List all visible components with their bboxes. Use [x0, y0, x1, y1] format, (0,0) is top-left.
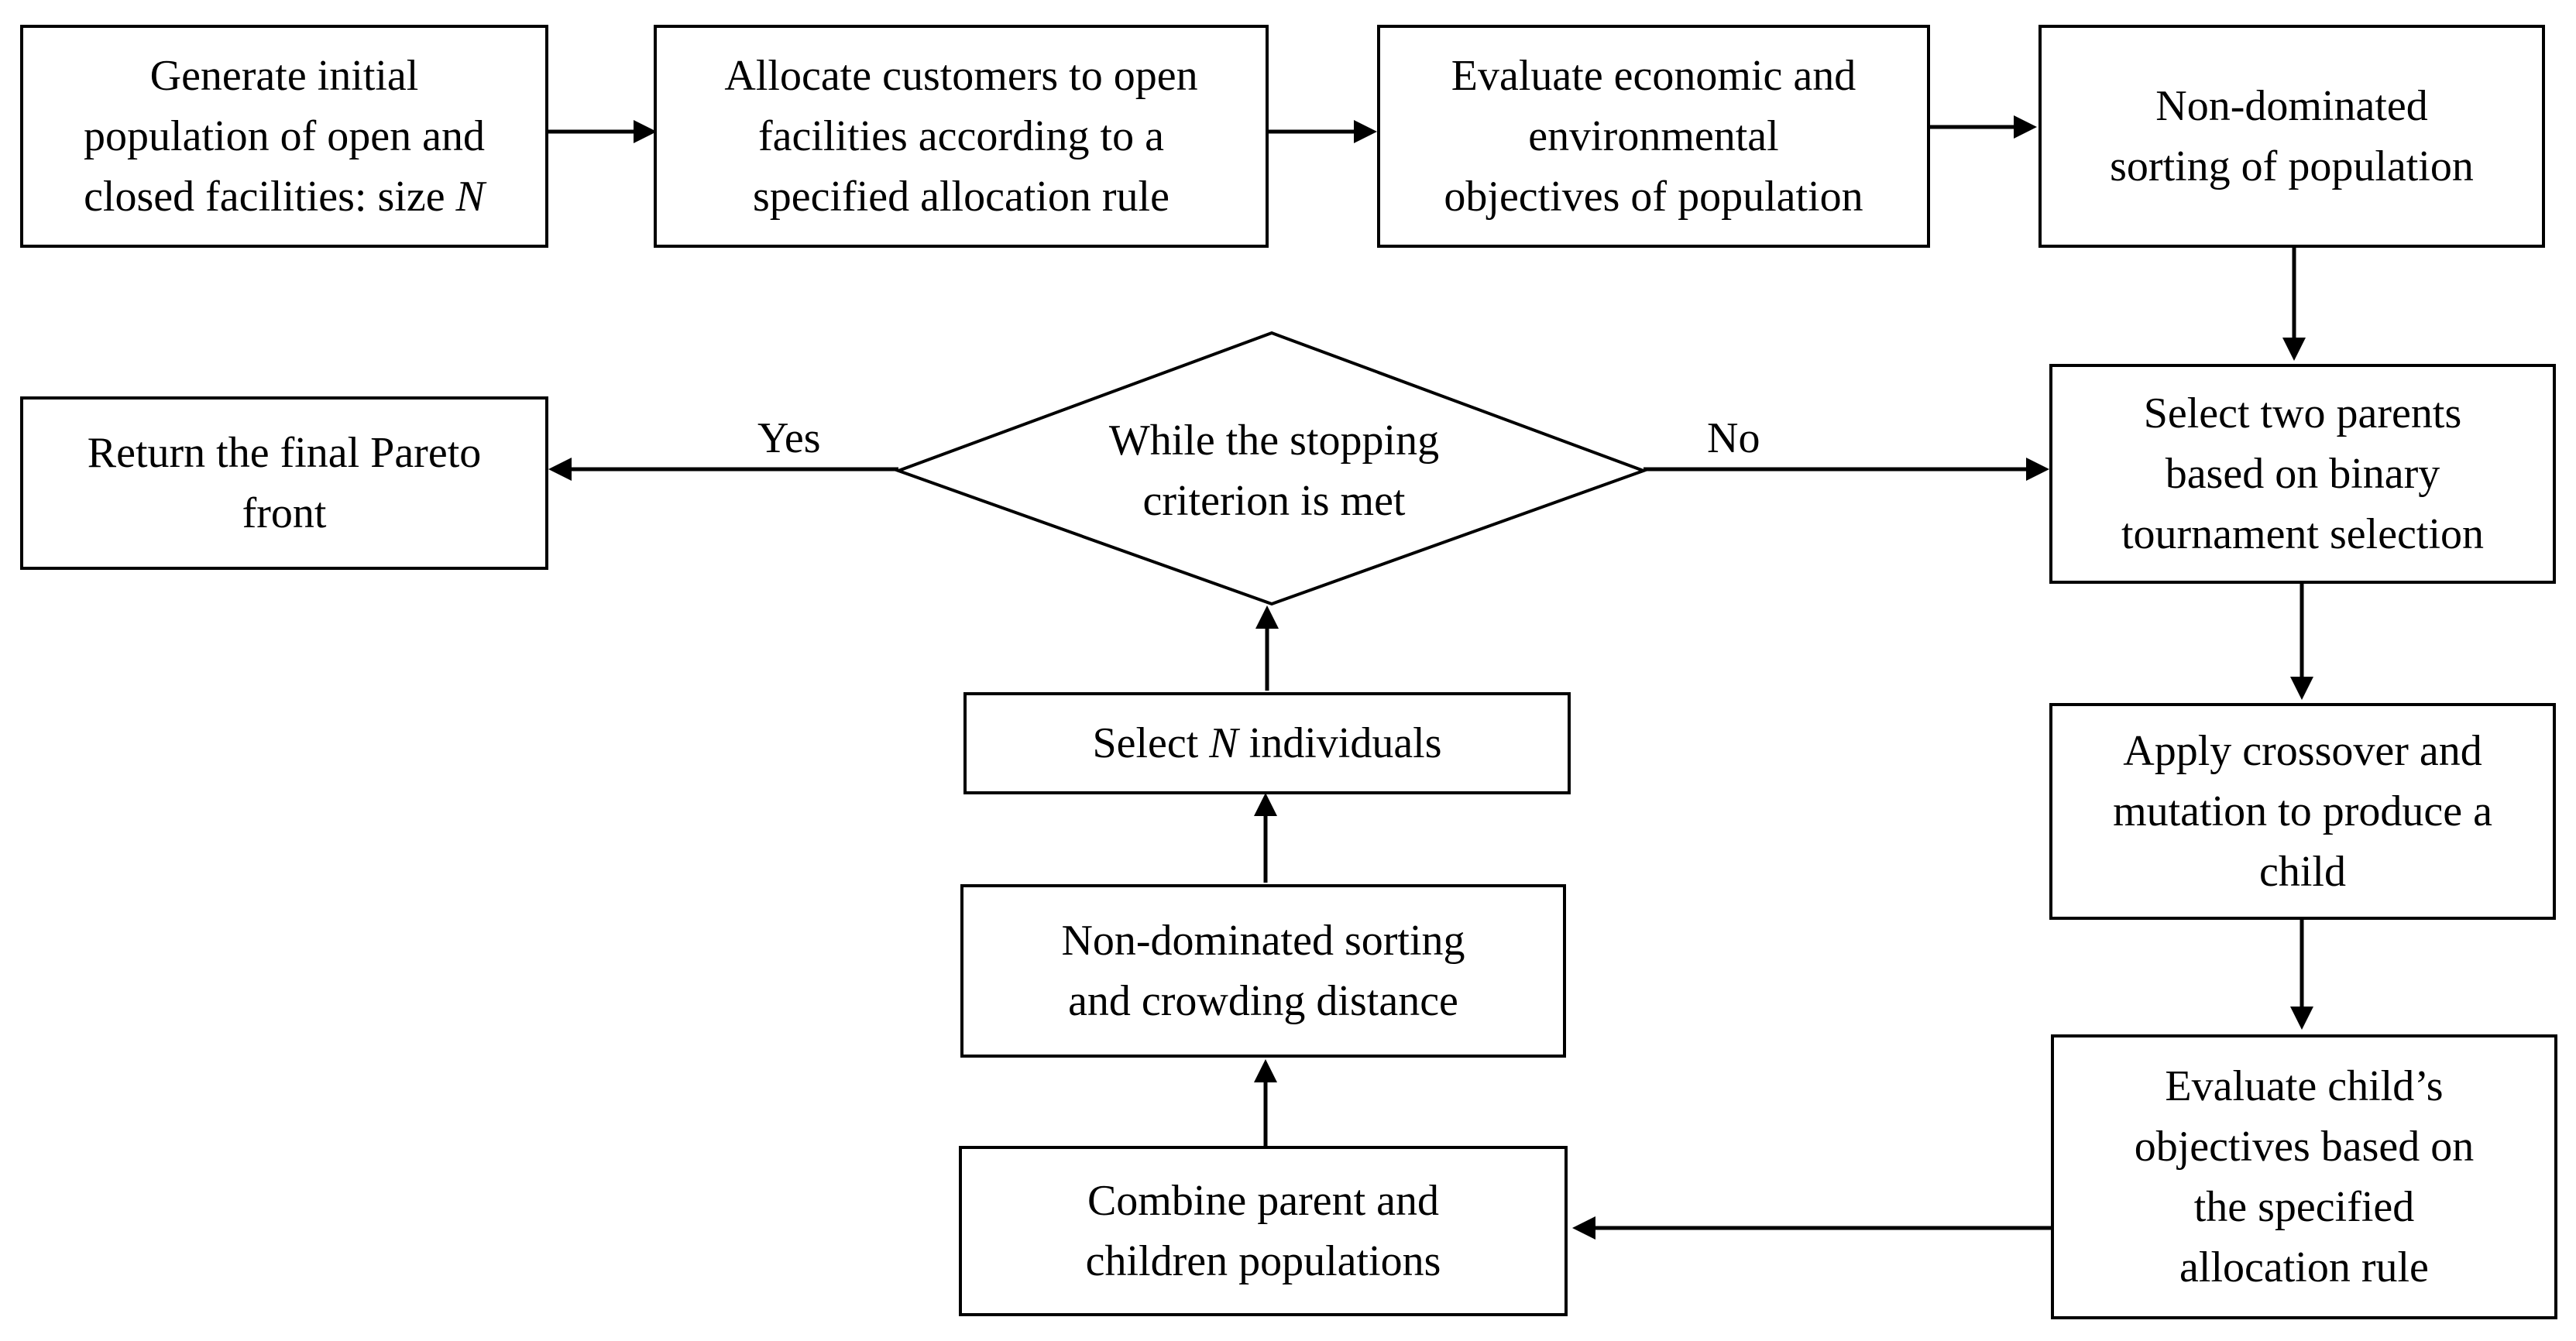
generate-size-symbol: N — [455, 173, 485, 221]
arrow-nondom-crowd-to-select-n — [1254, 793, 1277, 883]
evaluate-child-line-2: objectives based on — [2134, 1123, 2475, 1171]
crossover-line-2: mutation to produce a — [2113, 787, 2492, 835]
evaluate-population-box: Evaluate economic and environmental obje… — [1377, 25, 1930, 248]
arrow-combine-to-nondom-crowd — [1254, 1059, 1277, 1146]
arrow-nondom-to-select-parents — [2282, 248, 2306, 361]
nondom-pop-line-2: sorting of population — [2110, 142, 2474, 190]
allocate-line-1: Allocate customers to open — [724, 52, 1198, 100]
generate-line-3: closed facilities: size N — [84, 166, 485, 227]
arrow-select-parents-to-crossover — [2290, 582, 2313, 700]
select-n-individuals-box: Select N individuals — [963, 692, 1571, 794]
evaluate-pop-line-3: objectives of population — [1444, 173, 1863, 221]
select-parents-line-2: based on binary — [2165, 450, 2440, 498]
nondominated-crowding-box: Non-dominated sorting and crowding dista… — [960, 884, 1566, 1058]
evaluate-pop-line-1: Evaluate economic and — [1451, 52, 1856, 100]
arrow-crossover-to-evaluate-child — [2290, 918, 2313, 1030]
generate-line-2: population of open and — [84, 112, 485, 160]
no-label: No — [1707, 414, 1760, 462]
arrow-generate-to-allocate — [547, 120, 657, 143]
arrow-select-n-to-stopping — [1255, 605, 1279, 691]
arrow-allocate-to-evaluate — [1267, 120, 1377, 143]
combine-line-1: Combine parent and — [1087, 1177, 1440, 1225]
arrow-evaluate-to-nondom — [1929, 115, 2037, 139]
return-pareto-front-box: Return the final Pareto front — [20, 396, 548, 570]
evaluate-child-line-1: Evaluate child’s — [2165, 1062, 2444, 1110]
return-line-1: Return the final Pareto — [87, 429, 482, 477]
combine-line-2: children populations — [1085, 1237, 1441, 1285]
stopping-criterion-text: While the stopping criterion is met — [1007, 410, 1541, 531]
yes-label: Yes — [757, 414, 821, 462]
crossover-line-3: child — [2259, 848, 2346, 896]
select-n-symbol: N — [1209, 719, 1238, 767]
allocate-line-3: specified allocation rule — [752, 173, 1170, 221]
evaluate-child-line-3: the specified — [2193, 1183, 2415, 1231]
select-n-line: Select N individuals — [1092, 713, 1441, 773]
select-parents-box: Select two parents based on binary tourn… — [2049, 364, 2556, 584]
generate-line-3-text: closed facilities: size — [84, 173, 456, 221]
arrow-stopping-to-select-parents-no — [1643, 458, 2049, 481]
allocate-line-2: facilities according to a — [757, 112, 1164, 160]
evaluate-child-box: Evaluate child’s objectives based on the… — [2051, 1034, 2557, 1319]
crossover-line-1: Apply crossover and — [2123, 727, 2482, 775]
nondominated-sorting-population-box: Non-dominated sorting of population — [2038, 25, 2545, 248]
select-parents-line-1: Select two parents — [2143, 389, 2462, 437]
select-n-suffix: individuals — [1238, 719, 1442, 767]
nondom-crowd-line-1: Non-dominated sorting — [1061, 917, 1465, 965]
nondom-crowd-line-2: and crowding distance — [1068, 977, 1458, 1025]
evaluate-pop-line-2: environmental — [1528, 112, 1779, 160]
evaluate-child-line-4: allocation rule — [2179, 1243, 2429, 1291]
select-n-prefix: Select — [1092, 719, 1210, 767]
select-parents-line-3: tournament selection — [2121, 510, 2485, 558]
nondom-pop-line-1: Non-dominated — [2155, 82, 2428, 130]
arrow-stopping-to-return-yes — [548, 458, 898, 481]
combine-populations-box: Combine parent and children populations — [959, 1146, 1568, 1316]
generate-population-box: Generate initial population of open and … — [20, 25, 548, 248]
stopping-line-1: While the stopping — [1108, 417, 1440, 465]
return-line-2: front — [242, 489, 327, 537]
stopping-line-2: criterion is met — [1142, 477, 1406, 525]
stopping-decision-diamond — [894, 331, 1648, 606]
arrow-evaluate-child-to-combine — [1572, 1216, 2051, 1240]
allocate-customers-box: Allocate customers to open facilities ac… — [654, 25, 1269, 248]
crossover-mutation-box: Apply crossover and mutation to produce … — [2049, 703, 2556, 920]
generate-line-1: Generate initial — [149, 52, 419, 100]
